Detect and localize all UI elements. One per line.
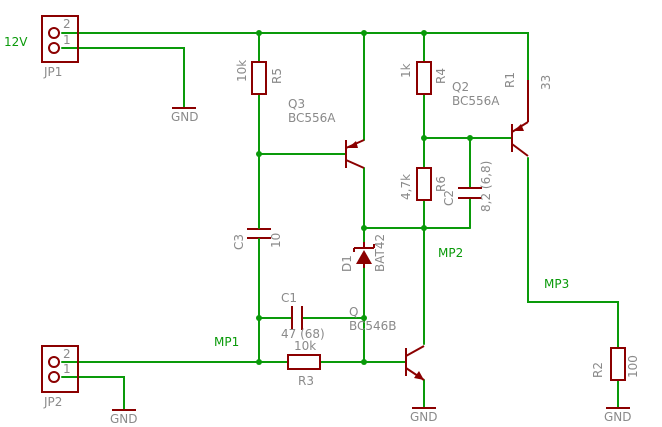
resistor-r5 bbox=[251, 61, 267, 95]
label-c3-value: 10 bbox=[269, 233, 283, 248]
junction-dot bbox=[361, 225, 367, 231]
resistor-r2 bbox=[610, 347, 626, 381]
junction-dot bbox=[256, 151, 262, 157]
junction-dot bbox=[256, 315, 262, 321]
label-mp2: MP2 bbox=[438, 246, 463, 260]
label-gnd-jp2: GND bbox=[110, 412, 138, 426]
label-q3-name: Q3 bbox=[288, 97, 305, 111]
label-mp1: MP1 bbox=[214, 335, 239, 349]
junction-dot bbox=[421, 135, 427, 141]
capacitor-c3 bbox=[247, 217, 271, 249]
junction-dot bbox=[421, 30, 427, 36]
label-r1-name: R1 bbox=[503, 72, 517, 88]
label-r3-name: R3 bbox=[298, 374, 314, 388]
label-c3-name: C3 bbox=[232, 234, 246, 250]
label-r1-value: 33 bbox=[539, 75, 553, 90]
resistor-r6 bbox=[416, 167, 432, 201]
transistor-q3 bbox=[345, 139, 365, 169]
capacitor-c2 bbox=[458, 187, 482, 199]
junction-dot bbox=[421, 225, 427, 231]
label-c2-name: C2 bbox=[442, 190, 456, 206]
label-mp3: MP3 bbox=[544, 277, 569, 291]
label-c2-value: 8,2 (6,8) bbox=[479, 161, 493, 212]
junction-dot bbox=[256, 359, 262, 365]
label-r2-value: 100 bbox=[626, 355, 640, 378]
label-gnd-q1: GND bbox=[410, 410, 438, 424]
label-r3-value: 10k bbox=[294, 339, 316, 353]
label-q2-type: BC556A bbox=[452, 94, 500, 108]
label-jp2: JP2 bbox=[43, 395, 62, 409]
wire-jp2-gnd bbox=[61, 376, 125, 411]
junction-dot bbox=[361, 30, 367, 36]
resistor-r4 bbox=[416, 61, 432, 95]
label-d1-name: D1 bbox=[340, 255, 354, 272]
label-jp2-pin1: 1 bbox=[63, 362, 71, 376]
wire-jp1-gnd bbox=[61, 47, 185, 109]
label-r4-name: R4 bbox=[434, 68, 448, 84]
label-q1-name: Q bbox=[349, 305, 358, 319]
label-c1-value: 47 (68) bbox=[281, 327, 325, 341]
label-d1-type: BAT42 bbox=[373, 234, 387, 272]
junction-dot bbox=[256, 30, 262, 36]
junction-dot bbox=[361, 315, 367, 321]
label-jp1: JP1 bbox=[43, 65, 62, 79]
label-gnd-r2: GND bbox=[604, 410, 632, 424]
wire-mp3 bbox=[527, 157, 619, 349]
label-12v: 12V bbox=[4, 35, 28, 49]
label-jp2-pin2: 2 bbox=[63, 347, 71, 361]
capacitor-c1 bbox=[291, 306, 303, 330]
label-r6-name: R6 bbox=[434, 176, 448, 192]
wires bbox=[61, 32, 619, 411]
transistor-q1 bbox=[405, 345, 425, 381]
diode-d1 bbox=[353, 242, 375, 268]
label-q1-type: BC546B bbox=[349, 319, 397, 333]
junctions bbox=[256, 30, 473, 365]
label-r2-name: R2 bbox=[591, 362, 605, 378]
junction-dot bbox=[467, 135, 473, 141]
label-q2-name: Q2 bbox=[452, 80, 469, 94]
transistor-q2 bbox=[511, 80, 529, 157]
label-c1-name: C1 bbox=[281, 291, 297, 305]
label-jp1-pin1: 1 bbox=[63, 33, 71, 47]
junction-dot bbox=[361, 359, 367, 365]
label-r5-value: 10k bbox=[235, 60, 249, 82]
wire-12v-rail bbox=[61, 32, 529, 81]
label-q3-type: BC556A bbox=[288, 111, 336, 125]
resistor-r3 bbox=[287, 354, 321, 370]
label-gnd-jp1: GND bbox=[171, 110, 199, 124]
label-jp1-pin2: 2 bbox=[63, 17, 71, 31]
connector-jp2 bbox=[41, 345, 79, 393]
label-r4-value: 1k bbox=[399, 63, 413, 78]
connector-jp1 bbox=[41, 15, 79, 63]
label-r6-value: 4,7k bbox=[399, 174, 413, 200]
label-r5-name: R5 bbox=[270, 68, 284, 84]
